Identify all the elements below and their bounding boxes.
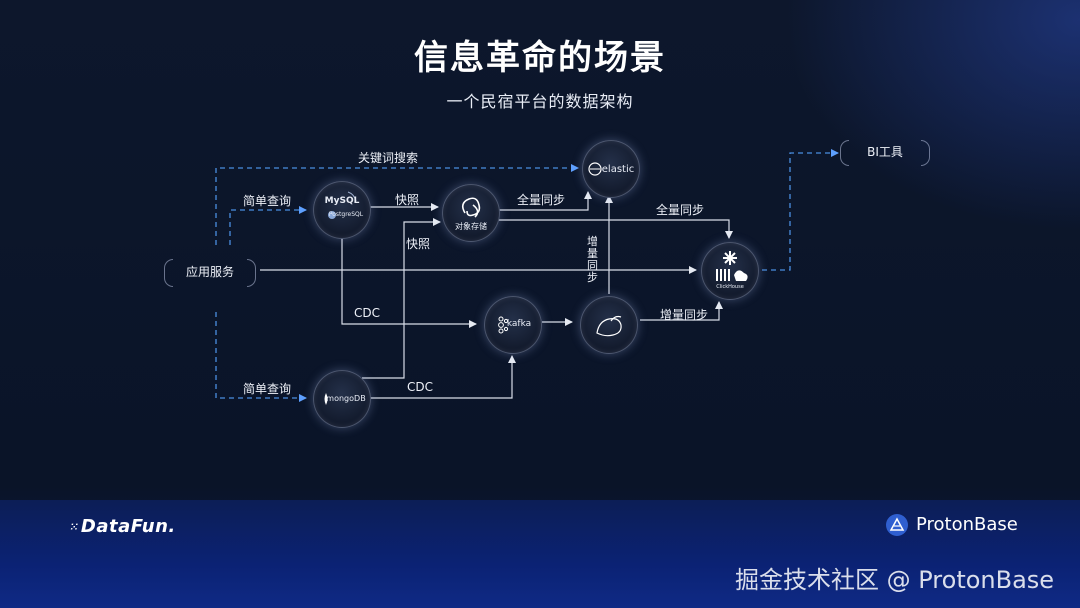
- mysql-postgres-node[interactable]: MySQL PostgreSQL: [313, 181, 371, 239]
- dolphin-icon: [328, 191, 357, 219]
- bi-tool-label: BI工具: [867, 145, 903, 159]
- edge-obj-to-elastic: [498, 191, 592, 211]
- edge-app-to-mysql: [229, 206, 307, 245]
- protonbase-label: ProtonBase: [916, 514, 1018, 535]
- datafun-label: DataFun.: [80, 516, 176, 537]
- clickhouse-label: ClickHouse: [716, 284, 744, 290]
- edge-label-simple-query-top: 简单查询: [243, 194, 292, 208]
- clickhouse-node[interactable]: ClickHouse: [701, 242, 759, 300]
- object-storage-node[interactable]: 对象存储: [442, 184, 500, 242]
- edge-flink-to-ch: [640, 301, 723, 321]
- watermark-text: 掘金技术社区 @ ProtonBase: [735, 566, 1055, 594]
- edge-label-snapshot-mongo: 快照: [406, 237, 431, 251]
- edge-obj-to-ch: [498, 219, 733, 239]
- edge-label-cdc-mongo: CDC: [407, 380, 433, 394]
- elastic-node[interactable]: elastic: [582, 140, 640, 198]
- edge-label-snapshot-top: 快照: [395, 193, 420, 207]
- edge-mysql-cdc-to-kafka: [341, 238, 477, 328]
- kafka-label: kafka: [506, 319, 532, 329]
- app-service-node[interactable]: 应用服务: [164, 259, 256, 287]
- datafun-logo: ⁙DataFun.: [70, 516, 176, 537]
- elastic-label: elastic: [601, 164, 635, 175]
- edge-label-simple-query-bottom: 简单查询: [243, 382, 292, 396]
- bi-tool-node[interactable]: BI工具: [840, 140, 930, 166]
- datafun-dots-icon: ⁙: [70, 521, 79, 533]
- elastic-icon: [588, 162, 602, 176]
- edge-app-to-elastic: [215, 164, 579, 245]
- flink-squirrel-icon: [596, 315, 622, 337]
- edge-label-cdc-mysql: CDC: [354, 306, 380, 320]
- edge-label-incremental-ch: 增量同步: [660, 308, 709, 322]
- object-storage-icon: [461, 197, 481, 218]
- flink-node[interactable]: [580, 296, 638, 354]
- edge-label-full-sync-elastic: 全量同步: [517, 193, 566, 207]
- mysql-label: MySQL: [324, 196, 360, 206]
- edge-app-to-mongo: [215, 312, 307, 402]
- edge-label-keyword-search: 关键词搜索: [358, 151, 419, 165]
- page-subtitle: 一个民宿平台的数据架构: [446, 92, 634, 111]
- kafka-node[interactable]: kafka: [484, 296, 542, 354]
- app-service-label: 应用服务: [185, 265, 234, 279]
- edge-ch-to-bi: [762, 149, 839, 271]
- kafka-icon: [498, 316, 509, 334]
- clickhouse-snowflake-icon: [716, 251, 748, 281]
- mongodb-leaf-icon: [324, 393, 328, 405]
- edge-label-incremental-vertical: 增量同步: [587, 235, 598, 284]
- edge-mongo-snapshot-to-obj: [362, 218, 441, 379]
- edge-label-full-sync-ch: 全量同步: [656, 203, 705, 217]
- protonbase-triangle-icon: [886, 514, 908, 536]
- mongodb-node[interactable]: mongoDB: [313, 370, 371, 428]
- edge-mongo-cdc-to-kafka: [370, 355, 516, 399]
- mongodb-label: mongoDB: [326, 394, 366, 403]
- page-title: 信息革命的场景: [414, 38, 666, 78]
- protonbase-logo: ProtonBase: [886, 514, 1018, 536]
- postgresql-label: PostgreSQL: [328, 211, 364, 218]
- object-storage-label: 对象存储: [455, 222, 487, 231]
